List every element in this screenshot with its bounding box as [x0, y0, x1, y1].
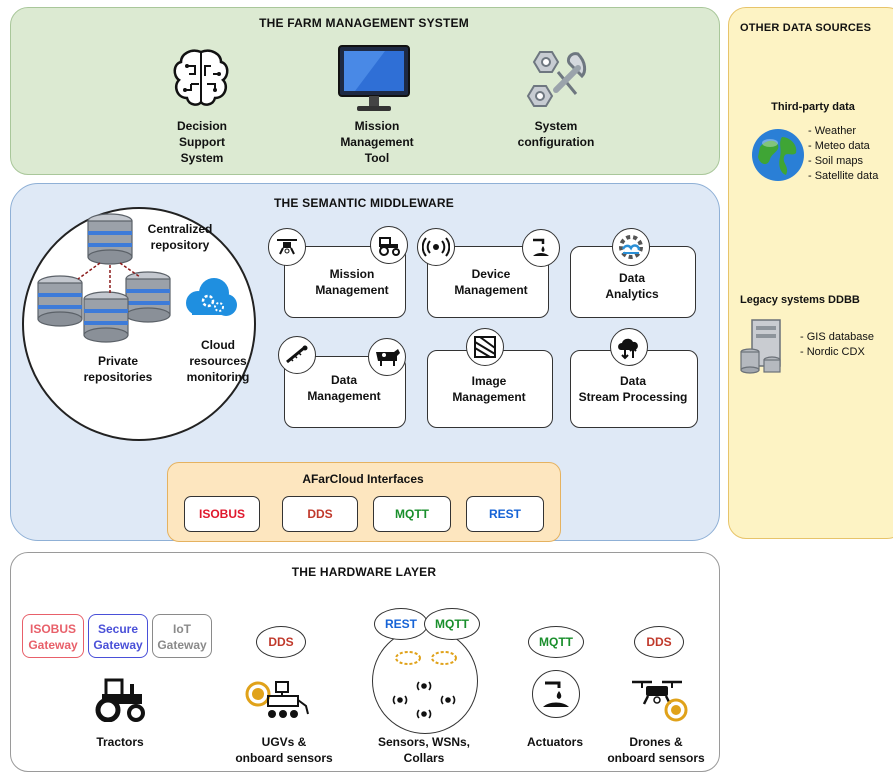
monitor-icon [335, 42, 413, 114]
cow-icon [368, 338, 406, 376]
interface-dds: DDS [282, 496, 358, 532]
mission-management-box [284, 246, 406, 318]
interface-rest: REST [466, 496, 544, 532]
actuator-icon [532, 670, 580, 718]
drones-label: Drones &onboard sensors [607, 735, 705, 765]
sensor-nodes-icon [392, 651, 457, 719]
farm-title: THE FARM MANAGEMENT SYSTEM [259, 16, 469, 30]
brain-icon [167, 44, 235, 112]
tractor-icon [370, 226, 408, 264]
third-party-title: Third-party data [771, 101, 855, 113]
image-icon [466, 328, 504, 366]
wireless-sensor-icon [417, 228, 455, 266]
ugvs-label: UGVs &onboard sensors [235, 735, 333, 765]
ugv-icon [244, 674, 314, 724]
third-party-list: - Weather - Meteo data - Soil maps - Sat… [808, 125, 879, 182]
legacy-list: - GIS database - Nordic CDX [800, 331, 874, 358]
tractor-icon [92, 676, 148, 723]
drone-icon [628, 674, 692, 724]
wrench-nut-icon [522, 46, 588, 110]
cloud-gear-icon [612, 228, 650, 266]
actuators-protocol: MQTT [528, 626, 584, 658]
middleware-title: THE SEMANTIC MIDDLEWARE [274, 196, 454, 210]
other-title: OTHER DATA SOURCES [740, 22, 872, 34]
interface-mqtt: MQTT [373, 496, 451, 532]
repository-graphic [37, 213, 237, 343]
tractors-label: Tractors [96, 735, 144, 749]
drone-icon [268, 228, 306, 266]
cloud-stream-icon [610, 328, 648, 366]
sensors-label: Sensors, WSNs,Collars [377, 735, 471, 765]
interface-isobus: ISOBUS [184, 496, 260, 532]
collar-icon [278, 336, 316, 374]
globe-icon [750, 127, 806, 183]
legacy-title: Legacy systems DDBB [740, 294, 860, 306]
ugv-protocol: DDS [256, 626, 306, 658]
hardware-title: THE HARDWARE LAYER [291, 565, 437, 579]
drones-protocol: DDS [634, 626, 684, 658]
irrigation-icon [522, 229, 560, 267]
hardware-layer-panel [10, 552, 720, 772]
server-icon [738, 316, 796, 376]
interfaces-title: AFarCloud Interfaces [302, 472, 424, 486]
other-data-sources-panel [728, 7, 893, 539]
actuators-label: Actuators [526, 735, 583, 749]
sensors-mqtt-protocol: MQTT [424, 608, 480, 640]
